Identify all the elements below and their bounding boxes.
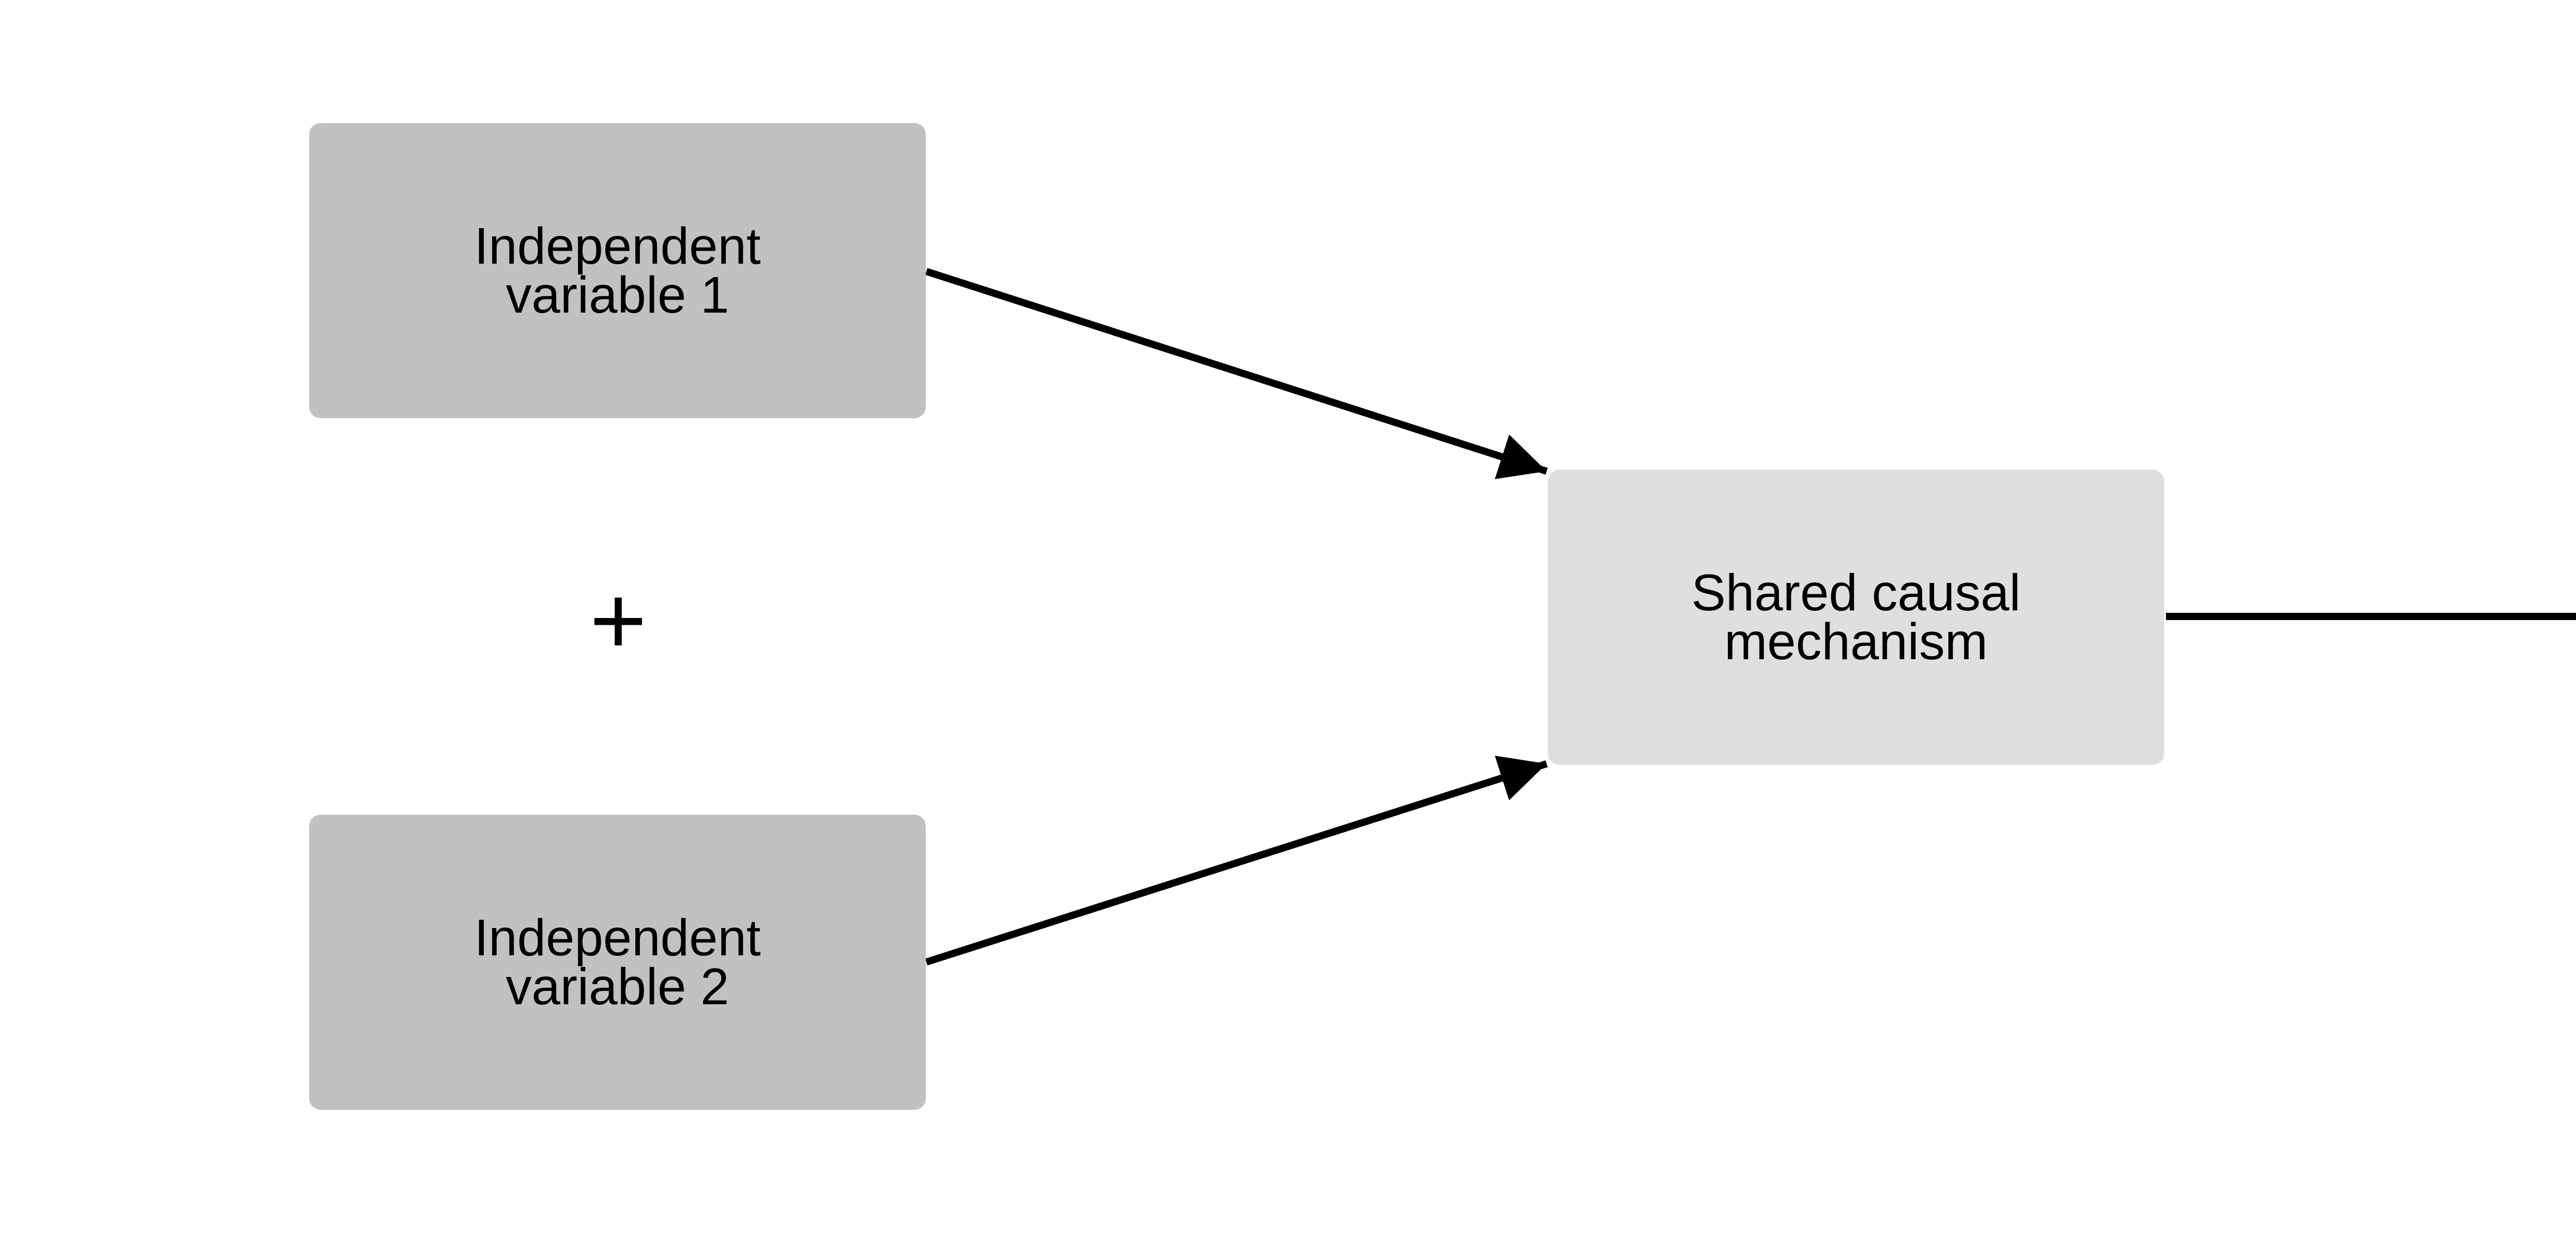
node-label-line: variable 1 — [505, 266, 730, 324]
node-label-line: Shared causal — [1691, 563, 2021, 622]
node-label-line: Independent — [474, 908, 761, 967]
node-label-line: mechanism — [1724, 612, 1988, 671]
node-independent-variable-1: Independent variable 1 — [309, 123, 926, 418]
plus-operator: + — [589, 566, 647, 675]
edge-iv1-to-mechanism — [925, 268, 1548, 479]
node-label-line: variable 2 — [505, 957, 730, 1016]
node-shared-causal-mechanism: Shared causal mechanism — [1548, 470, 2164, 765]
node-label-line: Independent — [474, 217, 761, 275]
edge-iv2-to-mechanism — [925, 756, 1548, 966]
node-independent-variable-2: Independent variable 2 — [309, 815, 926, 1110]
